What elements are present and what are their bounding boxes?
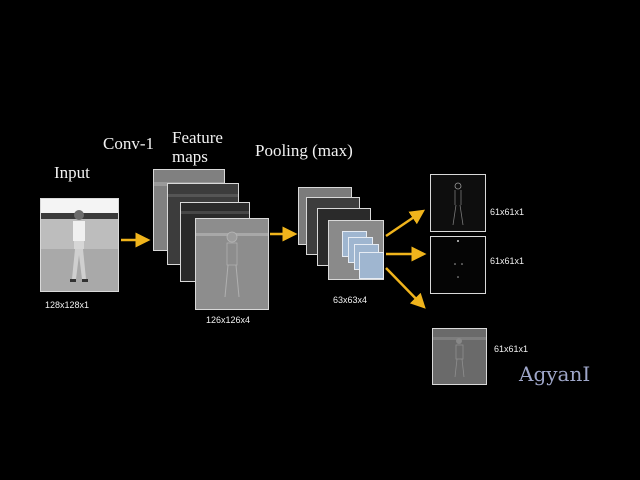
agyani-logo: AgyanI <box>519 362 591 386</box>
input-dimension: 128x128x1 <box>45 300 90 310</box>
conv-label: Conv-1 <box>103 134 154 153</box>
output-1-dimension: 61x61x1 <box>490 207 525 217</box>
output-map-1 <box>430 174 486 232</box>
arrow-pool-to-out1 <box>385 209 426 238</box>
arrow-pool-to-out3 <box>385 267 426 309</box>
output-map-2 <box>430 236 486 294</box>
feature-maps-label: Feature maps <box>172 128 223 166</box>
output-map-3 <box>432 328 487 385</box>
output-3-dimension: 61x61x1 <box>494 344 529 354</box>
filter-4 <box>359 252 384 279</box>
pooling-label: Pooling (max) <box>255 141 353 160</box>
pooled-dimension: 63x63x4 <box>333 295 368 305</box>
output-2-dimension: 61x61x1 <box>490 256 525 266</box>
input-label: Input <box>54 163 90 182</box>
feature-maps-dimension: 126x126x4 <box>206 315 251 325</box>
input-image <box>40 198 119 292</box>
feature-map-4 <box>195 218 269 310</box>
